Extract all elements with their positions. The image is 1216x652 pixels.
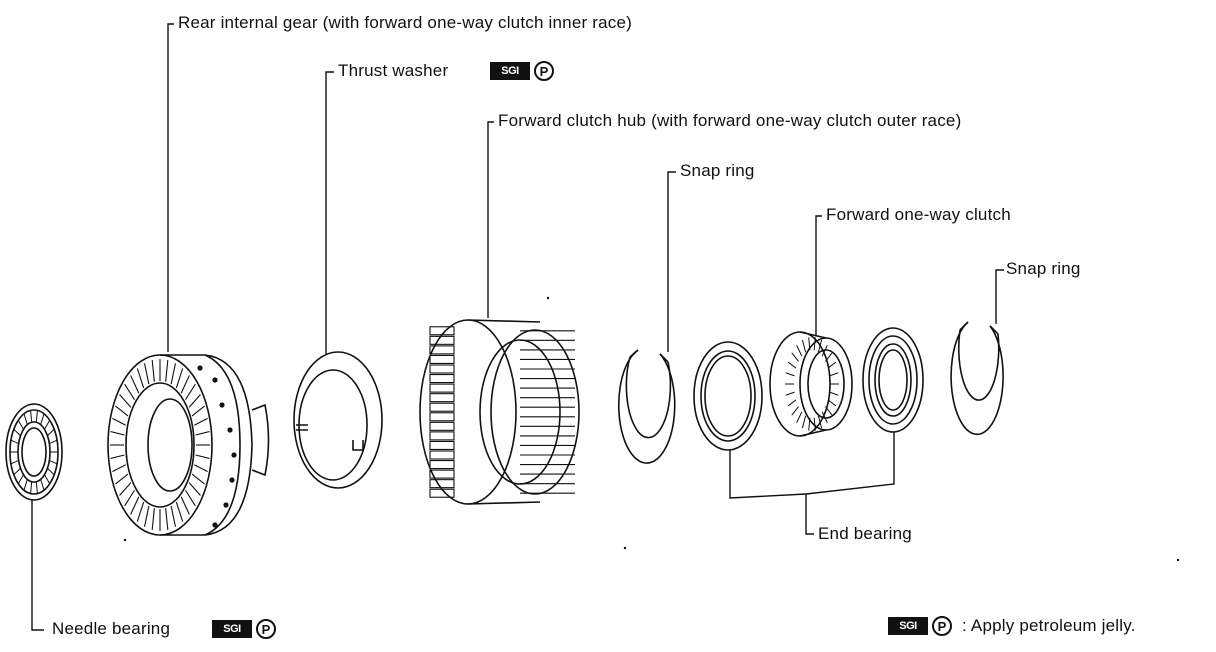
thrust-washer-symbols: SGI P: [490, 61, 554, 81]
legend-symbols: SGI P: [888, 616, 952, 636]
petroleum-jelly-badge-icon: SGI: [490, 62, 530, 80]
label-thrust-washer: Thrust washer: [338, 61, 449, 80]
leader-lines: [31, 23, 1004, 631]
legend-text: : Apply petroleum jelly.: [962, 616, 1136, 635]
needle-bearing-part: [5, 403, 63, 501]
p-circle-icon: P: [256, 619, 276, 639]
snap-ring-1-part: [617, 349, 676, 464]
label-forward-clutch-hub: Forward clutch hub (with forward one-way…: [498, 111, 962, 130]
end-bearing-right-part: [862, 327, 924, 433]
p-circle-icon: P: [534, 61, 554, 81]
label-rear-internal-gear: Rear internal gear (with forward one-way…: [178, 13, 632, 32]
label-snap-ring-1: Snap ring: [680, 161, 755, 180]
end-bearing-left-part: [693, 341, 763, 451]
label-snap-ring-2: Snap ring: [1006, 259, 1081, 278]
speck-dots: [123, 296, 1180, 562]
needle-bearing-symbols: SGI P: [212, 619, 276, 639]
forward-clutch-hub-part: [419, 319, 580, 505]
thrust-washer-part: [293, 351, 383, 489]
label-end-bearing: End bearing: [818, 524, 912, 543]
label-forward-one-way-clutch: Forward one-way clutch: [826, 205, 1011, 224]
petroleum-jelly-badge-icon: SGI: [888, 617, 928, 635]
forward-one-way-clutch-part: [769, 331, 853, 437]
snap-ring-2-part: [950, 321, 1004, 436]
petroleum-jelly-badge-icon: SGI: [212, 620, 252, 638]
p-circle-icon: P: [932, 616, 952, 636]
label-needle-bearing: Needle bearing: [52, 619, 171, 638]
rear-internal-gear-part: [107, 354, 270, 536]
